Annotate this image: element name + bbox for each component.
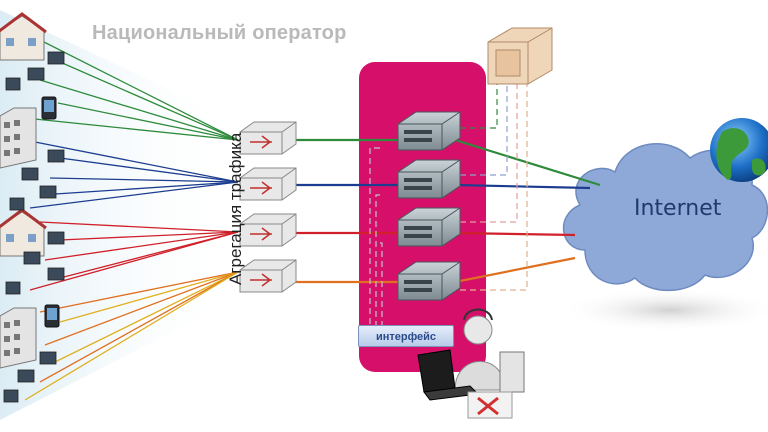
access-links [24,39,239,401]
cloud-icon [563,143,768,292]
desktop-computer-icon [3,51,65,403]
cloud-shadow [560,288,768,332]
interface-box: интерфейс [358,325,454,347]
mirror-links [369,80,528,330]
page-title: Национальный оператор [92,22,347,44]
switch-icon [239,121,297,293]
aggregation-label: Агрегация трафика [226,132,245,285]
globe-icon [710,118,768,182]
house-icon [0,12,47,257]
laptop-icon [417,349,480,401]
cloud-label: Internet [634,196,722,221]
pda-icon [41,96,60,328]
storage-icon [487,27,553,85]
server-icon [397,111,461,301]
office-building-icon [0,107,37,369]
monitor-icon [467,351,525,419]
